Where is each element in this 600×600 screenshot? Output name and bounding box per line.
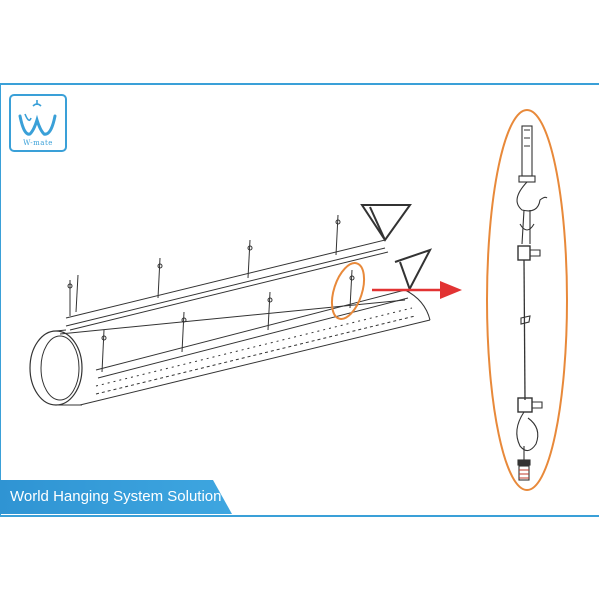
highlight-circle <box>330 262 366 320</box>
cable-hanger-detail <box>516 125 548 481</box>
wmate-logo-icon <box>18 100 57 136</box>
detail-ellipse <box>486 109 568 491</box>
logo-text: W-mate <box>23 139 53 147</box>
frame-left-edge <box>0 83 1 517</box>
duct-with-cable-hangers <box>29 204 433 406</box>
frame-border <box>0 83 599 517</box>
title-banner: World Hanging System Solution <box>0 480 232 514</box>
brand-logo: W-mate <box>9 94 67 152</box>
detail-arrow <box>372 281 462 299</box>
banner-title: World Hanging System Solution <box>10 488 222 505</box>
